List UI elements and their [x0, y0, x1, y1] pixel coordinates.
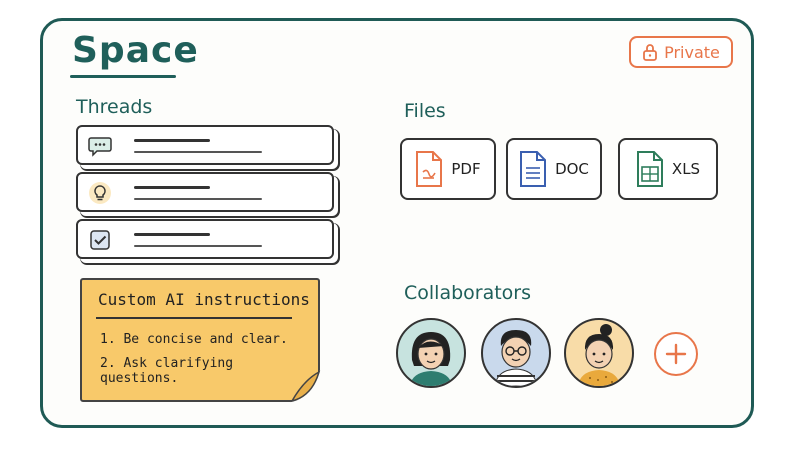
thread-title-line	[134, 139, 210, 142]
file-card-pdf[interactable]: PDF	[400, 138, 496, 200]
file-card-doc[interactable]: DOC	[506, 138, 602, 200]
avatar[interactable]	[481, 318, 551, 388]
instruction-item: 1. Be concise and clear.	[100, 332, 288, 347]
thread-item[interactable]	[76, 172, 334, 212]
plus-icon	[665, 343, 687, 365]
instructions-divider	[96, 317, 292, 319]
xls-file-icon	[636, 151, 663, 187]
thread-preview-line	[134, 151, 262, 153]
page-title: Space	[72, 30, 199, 71]
files-heading: Files	[404, 100, 446, 122]
collaborators-heading: Collaborators	[404, 282, 532, 304]
file-type-label: PDF	[451, 160, 481, 178]
file-type-label: DOC	[555, 160, 589, 178]
lightbulb-icon	[88, 181, 112, 205]
checkbox-icon	[88, 228, 112, 252]
thread-preview-line	[134, 198, 262, 200]
thread-title-line	[134, 186, 210, 189]
doc-file-icon	[520, 151, 547, 187]
private-toggle-button[interactable]: Private	[629, 36, 733, 68]
collaborator-woman-bun-avatar	[578, 324, 620, 386]
note-page-curl	[290, 370, 322, 404]
lock-icon	[643, 44, 658, 61]
threads-heading: Threads	[76, 96, 153, 118]
add-collaborator-button[interactable]	[654, 332, 698, 376]
collaborator-man-glasses-avatar	[494, 330, 538, 386]
file-type-label: XLS	[671, 160, 701, 178]
instructions-title: Custom AI instructions	[98, 290, 310, 309]
avatar[interactable]	[396, 318, 466, 388]
private-label: Private	[664, 42, 720, 62]
thread-preview-line	[134, 245, 262, 247]
custom-instructions-note[interactable]: Custom AI instructions 1. Be concise and…	[80, 278, 320, 402]
instruction-item: 2. Ask clarifying questions.	[100, 356, 234, 386]
avatar[interactable]	[564, 318, 634, 388]
chat-bubble-icon	[88, 134, 112, 158]
pdf-file-icon	[416, 151, 443, 187]
title-underline	[70, 75, 176, 78]
thread-item[interactable]	[76, 125, 334, 165]
file-card-xls[interactable]: XLS	[618, 138, 718, 200]
thread-title-line	[134, 233, 210, 236]
thread-item[interactable]	[76, 219, 334, 259]
collaborator-woman-avatar	[410, 332, 452, 386]
